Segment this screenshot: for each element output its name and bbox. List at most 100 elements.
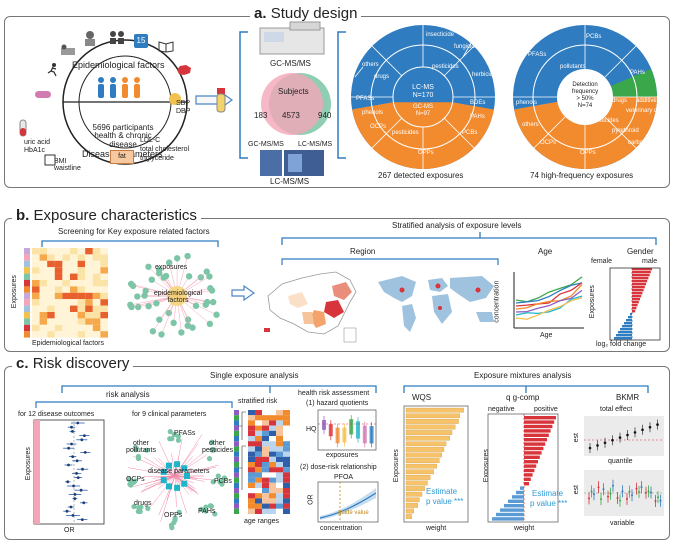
bkmr2-point	[597, 486, 600, 489]
strat-cell	[269, 477, 276, 483]
strat-cell	[248, 467, 255, 473]
strat-cell	[262, 436, 269, 442]
strat-side-cell	[234, 430, 239, 436]
strat-cell	[269, 467, 276, 473]
strat-cell	[255, 462, 262, 468]
heatmap-cell	[54, 248, 63, 255]
network-exposure-factors	[127, 252, 220, 338]
or-axis-c: OR	[307, 494, 315, 505]
age-series-line	[515, 282, 583, 304]
clinical-edge	[174, 434, 203, 477]
network-node	[209, 298, 217, 306]
clinical-parameter-node	[160, 477, 167, 484]
forest-point	[66, 480, 70, 484]
network-node	[192, 302, 200, 310]
bkmr1-point	[603, 441, 607, 445]
network-node	[184, 316, 192, 323]
strat-cell	[269, 462, 276, 468]
bkmr-est2-axis: est	[573, 485, 580, 495]
strat-side-cell	[234, 503, 239, 509]
clinical-node	[212, 511, 218, 517]
hq-box	[369, 426, 374, 444]
clinical-node	[138, 504, 144, 510]
bkmr1-point	[611, 438, 614, 442]
heatmap-cell	[32, 267, 40, 274]
gender-bar-male	[632, 298, 640, 301]
network-node	[206, 320, 214, 328]
bkmr-label: BKMR	[616, 393, 640, 402]
strat-cell	[255, 446, 262, 452]
strat-cell	[262, 410, 269, 416]
lc-instrument-icon	[260, 150, 324, 176]
strat-cell	[248, 508, 255, 514]
heatmap-side-cell	[24, 248, 30, 255]
clinical-edge	[174, 438, 183, 477]
forest-point	[73, 493, 77, 496]
wqs-bar	[405, 435, 450, 441]
qg-bar-negative	[508, 499, 524, 503]
clinical-edge	[158, 441, 176, 477]
heatmap-cell	[77, 331, 86, 338]
heatmap-cell	[70, 286, 78, 293]
panel-a-title: a. Study design	[250, 5, 362, 22]
clinical-node	[211, 447, 217, 453]
heatmap-epi-axis: Epidemiological factors	[32, 340, 104, 347]
sunburst2-center-c: > 50%	[576, 96, 594, 102]
heatmap-cell	[70, 292, 78, 300]
strat-cell	[283, 451, 290, 457]
strat-cell	[262, 451, 269, 457]
heatmap-cell	[92, 254, 101, 261]
bkmr2-point	[600, 498, 602, 501]
heatmap-cell	[62, 331, 70, 338]
venn-diagram	[261, 73, 331, 135]
network-node	[141, 292, 148, 299]
heatmap-cell	[77, 248, 86, 255]
quantile-axis: quantile	[608, 458, 633, 465]
heatmap-cell	[39, 267, 48, 274]
heatmap-cell	[100, 292, 108, 300]
strat-cell	[269, 410, 276, 416]
heatmap-cell	[92, 273, 101, 280]
strat-cell	[283, 472, 290, 478]
dose-ci-band	[320, 488, 376, 520]
worker-icon	[85, 31, 95, 46]
bkmr2-point	[638, 491, 640, 494]
heatmap-cell	[47, 273, 55, 280]
qg-bar-positive	[524, 464, 537, 468]
network-node	[145, 302, 152, 310]
heatmap-cell	[85, 286, 93, 293]
heatmap-side-cell	[24, 286, 30, 293]
strat-cell	[255, 451, 262, 457]
gender-bar-male	[632, 301, 639, 304]
heatmap-cell	[62, 248, 70, 255]
strat-cell	[269, 503, 276, 509]
net-drugs-label: drugs	[134, 500, 152, 507]
heatmap-cell	[54, 273, 63, 280]
clinical-edge	[144, 475, 176, 488]
clinical-node	[206, 456, 213, 462]
s1-others: others	[362, 62, 379, 68]
heatmap-cell	[85, 324, 93, 332]
heatmap-cell	[39, 299, 48, 306]
strat-cell	[276, 488, 283, 494]
clinical-network	[126, 429, 228, 531]
clinical-edge	[174, 475, 177, 507]
wqs-estimate: Estimate	[426, 487, 458, 496]
strat-cell	[255, 420, 262, 426]
heatmap-cell	[32, 292, 40, 300]
bmi-label: BMI waistline	[54, 158, 81, 173]
s2-ocps: OCPs	[540, 140, 557, 146]
clinical-label: for 9 clinical parameters	[132, 411, 207, 418]
strat-cell	[255, 425, 262, 431]
world-map	[378, 276, 494, 332]
gender-bar-female	[628, 316, 632, 319]
hq-box	[349, 419, 354, 435]
clinical-edge	[154, 457, 176, 477]
strat-cell	[248, 436, 255, 442]
strat-cell	[262, 446, 269, 452]
screening-bracket	[41, 240, 219, 247]
gender-label: Gender	[627, 247, 654, 256]
bkmr1-point	[656, 423, 659, 426]
heatmap-cell	[77, 318, 86, 325]
strat-cell	[269, 420, 276, 426]
